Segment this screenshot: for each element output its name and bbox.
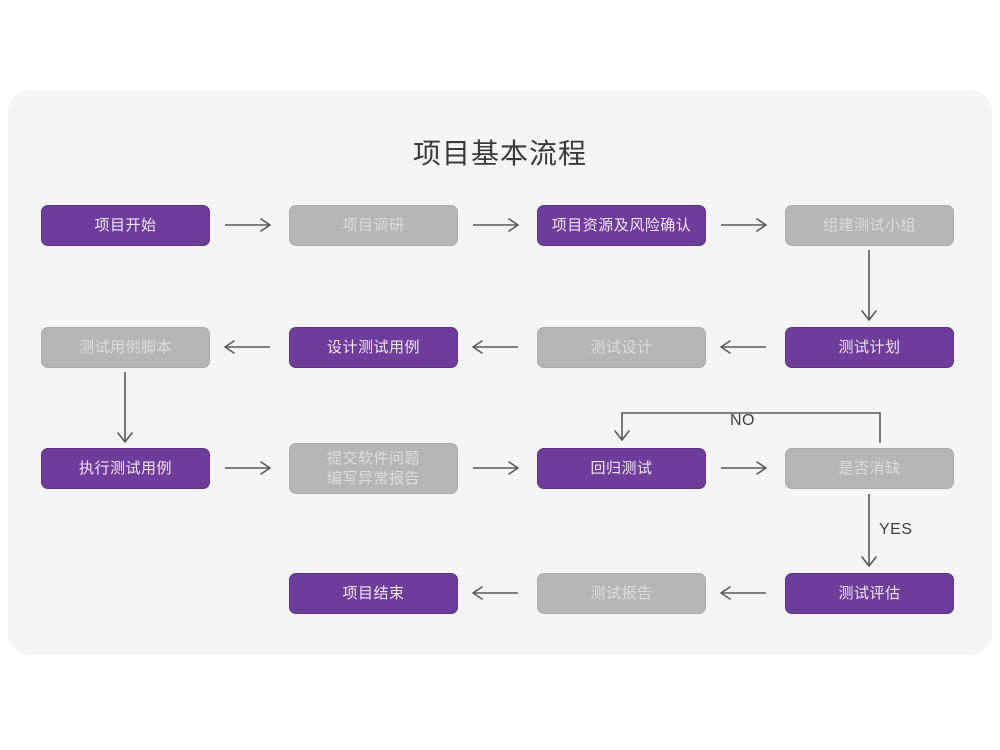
edge-label-yes: YES xyxy=(879,521,913,538)
edge-label-no: NO xyxy=(730,412,755,429)
flowchart-card xyxy=(8,90,992,655)
node-defect-cleared[interactable]: 是否消缺 xyxy=(785,448,954,489)
node-test-plan[interactable]: 测试计划 xyxy=(785,327,954,368)
node-regression-test[interactable]: 回归测试 xyxy=(537,448,706,489)
node-project-research[interactable]: 项目调研 xyxy=(289,205,458,246)
node-test-case-script[interactable]: 测试用例脚本 xyxy=(41,327,210,368)
node-build-test-team[interactable]: 组建测试小组 xyxy=(785,205,954,246)
node-execute-test-case[interactable]: 执行测试用例 xyxy=(41,448,210,489)
page-title: 项目基本流程 xyxy=(412,138,587,169)
node-test-design[interactable]: 测试设计 xyxy=(537,327,706,368)
node-project-start[interactable]: 项目开始 xyxy=(41,205,210,246)
node-submit-issue-report[interactable]: 提交软件问题 编写异常报告 xyxy=(289,443,458,494)
node-resource-risk-confirm[interactable]: 项目资源及风险确认 xyxy=(537,205,706,246)
node-design-test-case[interactable]: 设计测试用例 xyxy=(289,327,458,368)
node-project-end[interactable]: 项目结束 xyxy=(289,573,458,614)
node-test-evaluation[interactable]: 测试评估 xyxy=(785,573,954,614)
node-test-report[interactable]: 测试报告 xyxy=(537,573,706,614)
